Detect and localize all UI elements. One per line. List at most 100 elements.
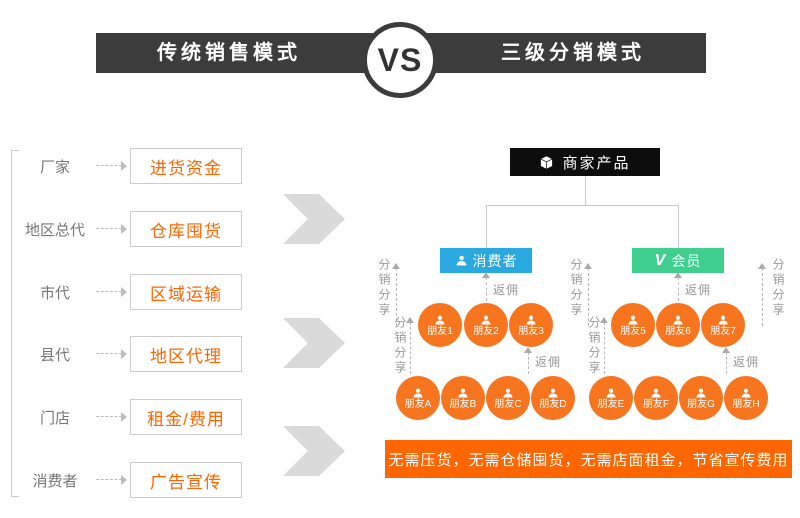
- stage-row: 厂家 进货资金: [16, 148, 242, 184]
- stage-row: 消费者 广告宣传: [16, 462, 242, 498]
- share-flow-label: 分销分享: [569, 258, 583, 318]
- friend-label: 朋友B: [449, 398, 477, 410]
- friend-node: 朋友2: [464, 303, 508, 347]
- share-flow-label: 分销分享: [587, 316, 601, 376]
- member-label: 会员: [671, 252, 702, 269]
- share-flow-line: [588, 268, 589, 326]
- friend-label: 朋友6: [665, 325, 691, 337]
- cost-box: 地区代理: [130, 336, 242, 372]
- dashed-arrow-icon: [94, 349, 130, 359]
- share-flow-line: [762, 268, 763, 326]
- bracket-tick-bottom: [11, 496, 19, 497]
- up-arrow-icon: [722, 347, 730, 353]
- friend-node: 朋友E: [589, 376, 633, 420]
- v-icon: V: [654, 251, 667, 269]
- cost-box: 租金/费用: [130, 399, 242, 435]
- rebate-label: 返佣: [685, 283, 712, 297]
- stage-label: 消费者: [32, 472, 78, 490]
- person-icon: [455, 254, 468, 267]
- dashed-arrow-icon: [94, 161, 130, 171]
- cube-icon: [539, 155, 554, 170]
- person-icon: [457, 387, 469, 399]
- friend-label: 朋友E: [597, 398, 625, 410]
- stage-label: 厂家: [39, 158, 70, 176]
- rebate-flow-line: [678, 277, 679, 301]
- traditional-title: 传统销售模式: [157, 42, 301, 64]
- friend-label: 朋友1: [427, 325, 453, 337]
- friend-node: 朋友G: [679, 376, 723, 420]
- friend-node: 朋友1: [418, 303, 462, 347]
- rebate-flow-line: [486, 277, 487, 301]
- cost-box: 仓库囤货: [130, 211, 242, 247]
- person-icon: [412, 387, 424, 399]
- dashed-arrow-icon: [94, 224, 130, 234]
- rebate-label: 返佣: [733, 355, 760, 369]
- consumer-node: 消费者: [440, 248, 532, 273]
- left-bracket-line: [11, 150, 12, 497]
- stage-label: 地区总代: [24, 221, 85, 239]
- person-icon: [502, 387, 514, 399]
- friend-label: 朋友A: [404, 398, 432, 410]
- stage-row: 县代 地区代理: [16, 336, 242, 372]
- friend-label: 朋友H: [732, 398, 760, 410]
- friend-label: 朋友5: [620, 325, 646, 337]
- friend-label: 朋友3: [518, 325, 544, 337]
- friend-node: 朋友5: [611, 303, 655, 347]
- person-icon: [740, 387, 752, 399]
- friend-node: 朋友F: [634, 376, 678, 420]
- person-icon: [480, 314, 492, 326]
- share-flow-line: [410, 322, 411, 374]
- member-node: V 会员: [632, 248, 724, 273]
- friend-node: 朋友C: [486, 376, 530, 420]
- rebate-flow-line: [726, 352, 727, 374]
- dashed-arrow-icon: [94, 287, 130, 297]
- share-flow-line: [396, 268, 397, 326]
- person-icon: [627, 314, 639, 326]
- person-icon: [605, 387, 617, 399]
- up-arrow-icon: [392, 263, 400, 269]
- rebate-flow-line: [528, 352, 529, 374]
- flow-arrow-icon: [283, 318, 345, 368]
- up-arrow-icon: [482, 272, 490, 278]
- friend-label: 朋友C: [494, 398, 522, 410]
- friend-node: 朋友H: [724, 376, 768, 420]
- stage-row: 地区总代 仓库囤货: [16, 211, 242, 247]
- vs-text: VS: [377, 41, 423, 78]
- flow-arrow-icon: [283, 426, 345, 476]
- cost-box: 区域运输: [130, 274, 242, 310]
- dashed-arrow-icon: [94, 475, 130, 485]
- up-arrow-icon: [524, 347, 532, 353]
- friend-node: 朋友7: [701, 303, 745, 347]
- stage-row: 门店 租金/费用: [16, 399, 242, 435]
- share-flow-label: 分销分享: [377, 258, 391, 318]
- tree-line: [486, 205, 678, 206]
- up-arrow-icon: [584, 263, 592, 269]
- consumer-label: 消费者: [472, 252, 518, 269]
- tree-line: [486, 205, 487, 248]
- stage-label: 门店: [39, 409, 70, 427]
- flow-arrow-icon: [283, 194, 345, 244]
- bracket-tick-top: [11, 150, 19, 151]
- share-flow-label: 分销分享: [771, 258, 785, 318]
- up-arrow-icon: [600, 317, 608, 323]
- share-flow-line: [604, 322, 605, 374]
- person-icon: [525, 314, 537, 326]
- person-icon: [695, 387, 707, 399]
- person-icon: [717, 314, 729, 326]
- vs-badge: VS: [362, 22, 438, 98]
- merchant-product-node: 商家产品: [510, 148, 660, 176]
- up-arrow-icon: [758, 263, 766, 269]
- friend-node: 朋友B: [441, 376, 485, 420]
- tree-line: [678, 205, 679, 248]
- person-icon: [547, 387, 559, 399]
- person-icon: [434, 314, 446, 326]
- stage-label: 市代: [39, 284, 70, 302]
- cost-box: 广告宣传: [130, 462, 242, 498]
- friend-node: 朋友6: [656, 303, 700, 347]
- rebate-label: 返佣: [535, 355, 562, 369]
- friend-label: 朋友G: [687, 398, 715, 410]
- friend-node: 朋友A: [396, 376, 440, 420]
- share-flow-label: 分销分享: [393, 316, 407, 376]
- person-icon: [672, 314, 684, 326]
